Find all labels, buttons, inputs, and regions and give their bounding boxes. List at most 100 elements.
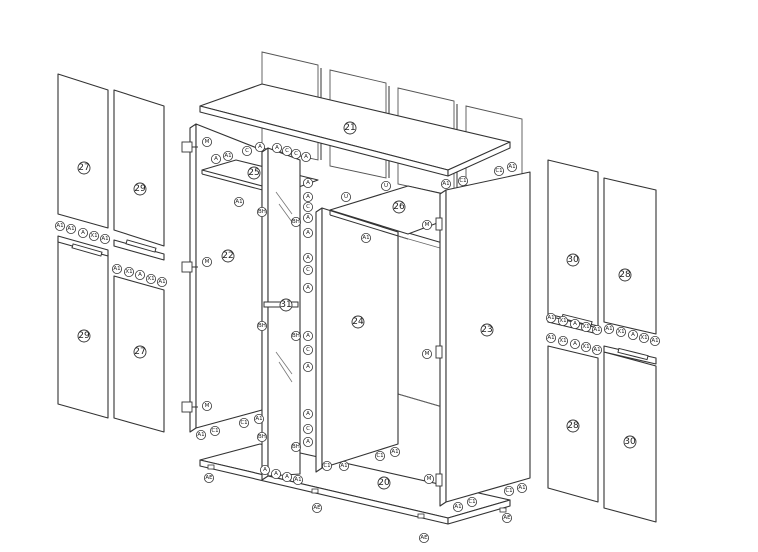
handle-icon xyxy=(71,243,103,257)
hardware-callout-label: U xyxy=(344,194,348,200)
hardware-callout: A1 xyxy=(55,220,66,231)
hardware-callout-label: C1 xyxy=(323,463,330,469)
hardware-callout: A1 xyxy=(506,161,517,172)
hardware-callout: BH xyxy=(256,431,267,442)
hardware-callout: X1 xyxy=(581,321,592,332)
hardware-callout: BH xyxy=(256,320,267,331)
part-label-mirror-door: 31 xyxy=(279,298,293,312)
hardware-callout: AE xyxy=(418,533,429,544)
left-doors xyxy=(57,73,165,433)
hardware-callout-label: A xyxy=(573,321,577,327)
hardware-callout-label: A1 xyxy=(255,416,262,422)
hardware-callout: M xyxy=(421,348,432,359)
hardware-callout-label: BH xyxy=(292,444,300,450)
hardware-callout-label: A1 xyxy=(605,326,612,332)
part-label-shelf-left: 25 xyxy=(247,166,261,180)
hardware-callout-label: BH xyxy=(292,219,300,225)
hardware-callout-label: C xyxy=(306,267,310,273)
svg-text:26: 26 xyxy=(393,202,405,212)
hardware-callout-label: A1 xyxy=(56,223,63,229)
hardware-callout: A1 xyxy=(592,344,603,355)
hardware-callout: X1 xyxy=(558,335,569,346)
hardware-callout-label: C xyxy=(245,148,249,154)
hardware-callout: A1 xyxy=(253,413,264,424)
hardware-callout-label: A1 xyxy=(391,449,398,455)
hardware-callout: AE xyxy=(501,513,512,524)
part-label-right-lower-a: 28 xyxy=(566,419,580,433)
hardware-callout: C xyxy=(302,423,313,434)
hardware-callout-label: A xyxy=(631,332,635,338)
hardware-callout-label: A xyxy=(258,144,262,150)
hardware-callout: A1 xyxy=(546,332,557,343)
hardware-callout: C xyxy=(290,148,301,159)
hardware-callout-label: A1 xyxy=(197,432,204,438)
hardware-callout: A xyxy=(300,151,311,162)
hardware-callout-label: C xyxy=(306,204,310,210)
hardware-callout-label: C1 xyxy=(459,178,466,184)
hardware-callout: A1 xyxy=(517,482,528,493)
hardware-callout: A1 xyxy=(650,335,661,346)
hardware-callout-label: A xyxy=(304,154,308,160)
foot-icon xyxy=(499,507,507,513)
hardware-callout-label: C1 xyxy=(495,168,502,174)
hardware-callout: A xyxy=(302,330,313,341)
hardware-callout: C xyxy=(281,145,292,156)
svg-text:23: 23 xyxy=(481,325,492,335)
hardware-callout: X1 xyxy=(145,273,156,284)
hardware-callout-label: A xyxy=(285,474,289,480)
hardware-callout-label: X1 xyxy=(640,335,647,341)
svg-text:28: 28 xyxy=(619,270,631,280)
hardware-callout-label: A xyxy=(306,180,310,186)
hinges xyxy=(181,141,443,487)
hardware-callout-label: AE xyxy=(503,515,511,521)
hardware-callout: U xyxy=(340,191,351,202)
hardware-callout: M xyxy=(423,473,434,484)
hardware-callout: A1 xyxy=(440,178,451,189)
hardware-callout-label: A xyxy=(274,471,278,477)
hardware-callout-label: A xyxy=(275,145,279,151)
hardware-callout: X1 xyxy=(581,341,592,352)
part-label-shelf-right: 26 xyxy=(392,200,406,214)
hardware-callout: C1 xyxy=(457,175,468,186)
hardware-callout-label: A xyxy=(306,439,310,445)
hardware-callout: M xyxy=(421,219,432,230)
hardware-callout: A xyxy=(78,227,89,238)
hardware-callout: A xyxy=(270,468,281,479)
hardware-callout-label: M xyxy=(205,259,210,265)
hardware-callout-label: A1 xyxy=(113,266,120,272)
svg-text:25: 25 xyxy=(248,168,259,178)
hinge-icon xyxy=(435,345,443,359)
hardware-callout-label: X1 xyxy=(90,233,97,239)
hardware-callout: C xyxy=(302,344,313,355)
hardware-callout-label: A1 xyxy=(651,338,658,344)
svg-text:24: 24 xyxy=(352,317,364,327)
svg-text:31: 31 xyxy=(280,300,291,310)
hardware-callout: C1 xyxy=(466,496,477,507)
hardware-callout: A xyxy=(628,329,639,340)
hinge-icon xyxy=(181,261,198,273)
part-label-divider: 24 xyxy=(351,315,365,329)
hinge-icon xyxy=(435,217,443,231)
hardware-callout: A xyxy=(302,212,313,223)
hardware-callout-label: C xyxy=(306,347,310,353)
part-label-left-upper-b: 29 xyxy=(133,182,147,196)
hardware-callout: C1 xyxy=(321,460,332,471)
hardware-callout: A xyxy=(271,142,282,153)
foot-icon xyxy=(417,513,425,519)
hardware-callout-label: A1 xyxy=(340,463,347,469)
hardware-callout-label: A1 xyxy=(442,181,449,187)
hardware-callout-label: A xyxy=(138,272,142,278)
hardware-callout: C1 xyxy=(374,450,385,461)
hinge-icon xyxy=(181,141,198,153)
hinge-icon xyxy=(181,401,198,413)
hardware-callout: X1 xyxy=(616,326,627,337)
hardware-callout: A xyxy=(302,191,313,202)
part-label-left-lower-b: 27 xyxy=(133,345,147,359)
handle-icon xyxy=(125,239,157,253)
part-label-right-lower-b: 30 xyxy=(623,435,637,449)
hardware-callout-label: A xyxy=(263,467,267,473)
hardware-callout: A xyxy=(281,471,292,482)
hardware-callout-label: A1 xyxy=(158,279,165,285)
hardware-callout-label: X1 xyxy=(559,318,566,324)
